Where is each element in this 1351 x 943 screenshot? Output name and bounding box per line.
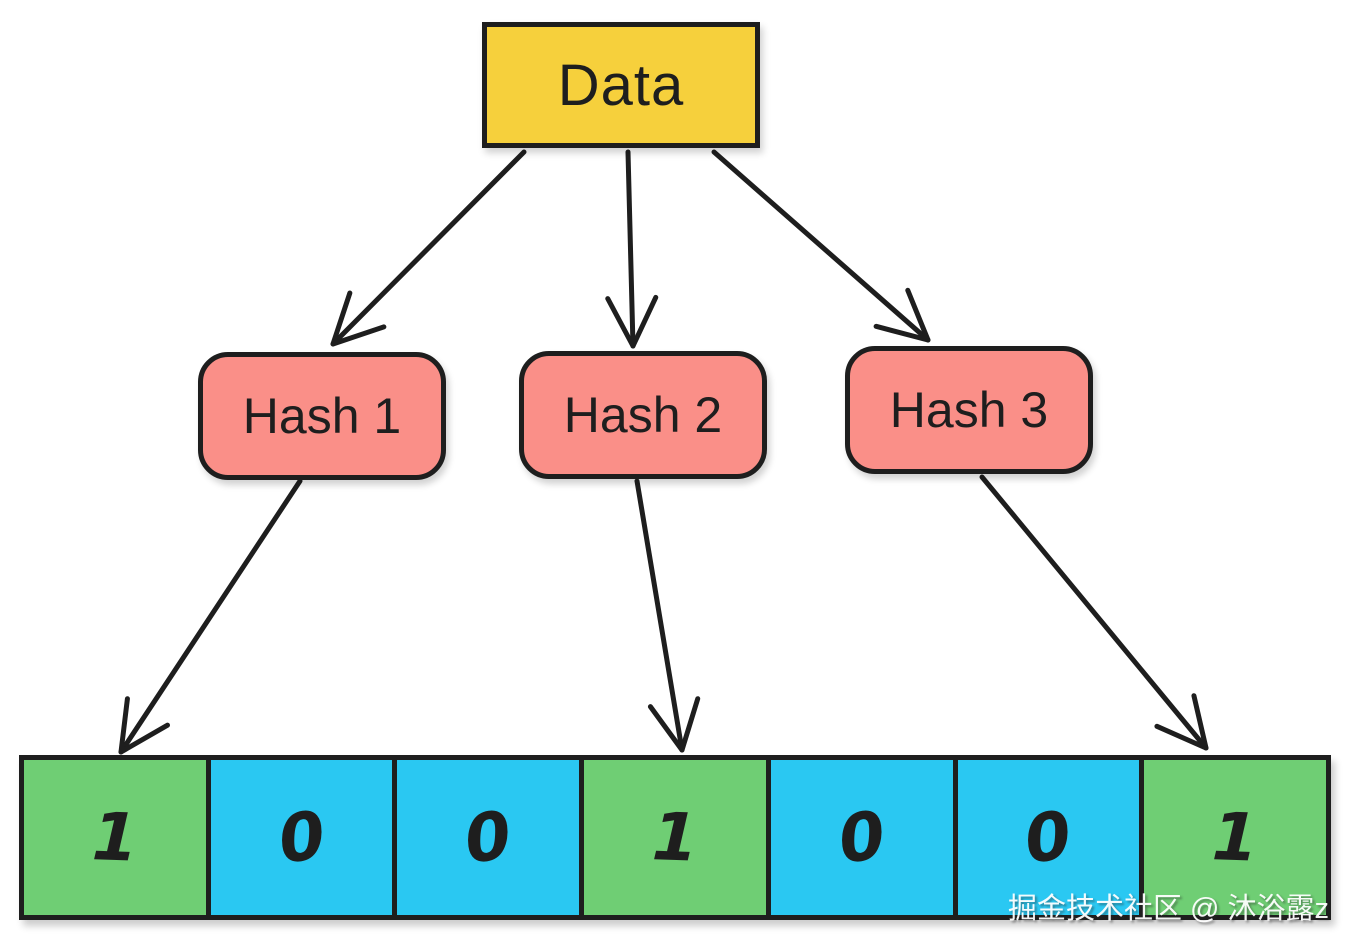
- bit-array: 1 0 0 1 0 0 1: [19, 755, 1332, 920]
- data-node: Data: [482, 22, 760, 148]
- hash-node-3-label: Hash 3: [889, 382, 1049, 438]
- bit-cell-3-value: 1: [650, 798, 700, 877]
- bit-cell-6: 1: [1139, 755, 1332, 920]
- bit-cell-2: 0: [392, 755, 585, 920]
- bit-cell-1-value: 0: [273, 796, 330, 879]
- hash-node-2: Hash 2: [519, 351, 767, 479]
- arrow-2: [711, 149, 931, 343]
- arrow-3: [118, 478, 303, 755]
- bit-cell-5: 0: [952, 755, 1145, 920]
- data-node-label: Data: [557, 52, 685, 118]
- bit-cell-6-value: 1: [1210, 798, 1260, 877]
- hash-node-3: Hash 3: [845, 346, 1093, 474]
- arrow-1: [605, 149, 659, 349]
- hash-node-2-label: Hash 2: [563, 387, 723, 443]
- watermark: 掘金技术社区 @ 沐浴露z: [1007, 893, 1329, 925]
- bit-cell-4: 0: [765, 755, 958, 920]
- hash-node-1: Hash 1: [198, 352, 446, 480]
- bit-cell-3: 1: [579, 755, 771, 920]
- bit-cell-5-value: 0: [1020, 796, 1077, 879]
- arrow-5: [979, 474, 1209, 751]
- bit-cell-0-value: 1: [90, 798, 140, 877]
- bit-cell-2-value: 0: [460, 796, 517, 879]
- arrow-4: [634, 478, 701, 753]
- bit-cell-0: 1: [19, 755, 211, 920]
- arrow-0: [330, 149, 527, 347]
- hash-node-1-label: Hash 1: [242, 388, 402, 444]
- bit-cell-4-value: 0: [833, 796, 890, 879]
- bit-cell-1: 0: [205, 755, 398, 920]
